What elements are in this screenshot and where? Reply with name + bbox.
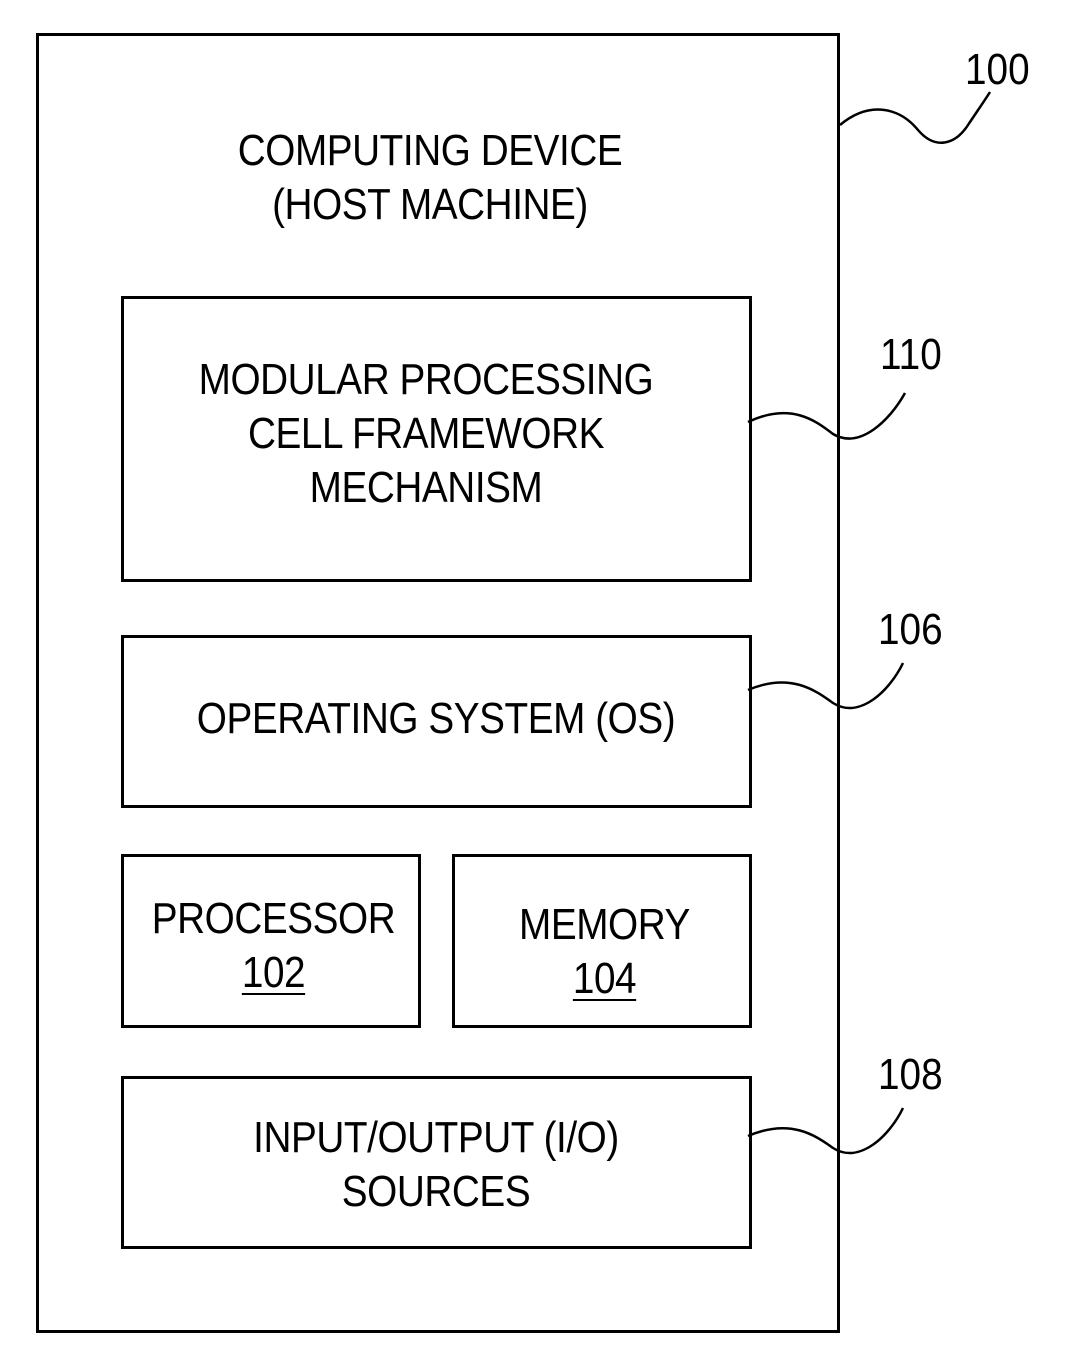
framework-mechanism-label-line1: MODULAR PROCESSING — [171, 353, 681, 407]
io-sources-label-line1: INPUT/OUTPUT (I/O) — [172, 1111, 700, 1165]
framework-mechanism-label-line3: MECHANISM — [171, 461, 681, 515]
framework-mechanism-label-line2: CELL FRAMEWORK — [171, 407, 681, 461]
processor-label-text: PROCESSOR — [139, 892, 407, 946]
framework-ref-number: 110 — [880, 330, 942, 380]
memory-ref-number: 104 — [470, 952, 738, 1006]
operating-system-label: OPERATING SYSTEM (OS) — [172, 692, 700, 746]
computing-device-title: COMPUTING DEVICE (HOST MACHINE) — [184, 124, 677, 232]
memory-label-text: MEMORY — [470, 898, 738, 952]
device-ref-number: 100 — [965, 45, 1030, 95]
operating-system-label-text: OPERATING SYSTEM (OS) — [172, 692, 700, 746]
os-ref-number: 106 — [878, 605, 943, 655]
io-sources-label-line2: SOURCES — [172, 1165, 700, 1219]
processor-label: PROCESSOR 102 — [139, 892, 407, 1000]
computing-device-title-line1: COMPUTING DEVICE — [184, 124, 677, 178]
memory-label: MEMORY 104 — [470, 898, 738, 1006]
io-sources-label: INPUT/OUTPUT (I/O) SOURCES — [172, 1111, 700, 1219]
io-ref-number: 108 — [878, 1050, 943, 1100]
device-leader-line — [840, 92, 990, 143]
computing-device-title-line2: (HOST MACHINE) — [184, 178, 677, 232]
processor-ref-number: 102 — [139, 946, 407, 1000]
framework-mechanism-label: MODULAR PROCESSING CELL FRAMEWORK MECHAN… — [171, 353, 681, 515]
